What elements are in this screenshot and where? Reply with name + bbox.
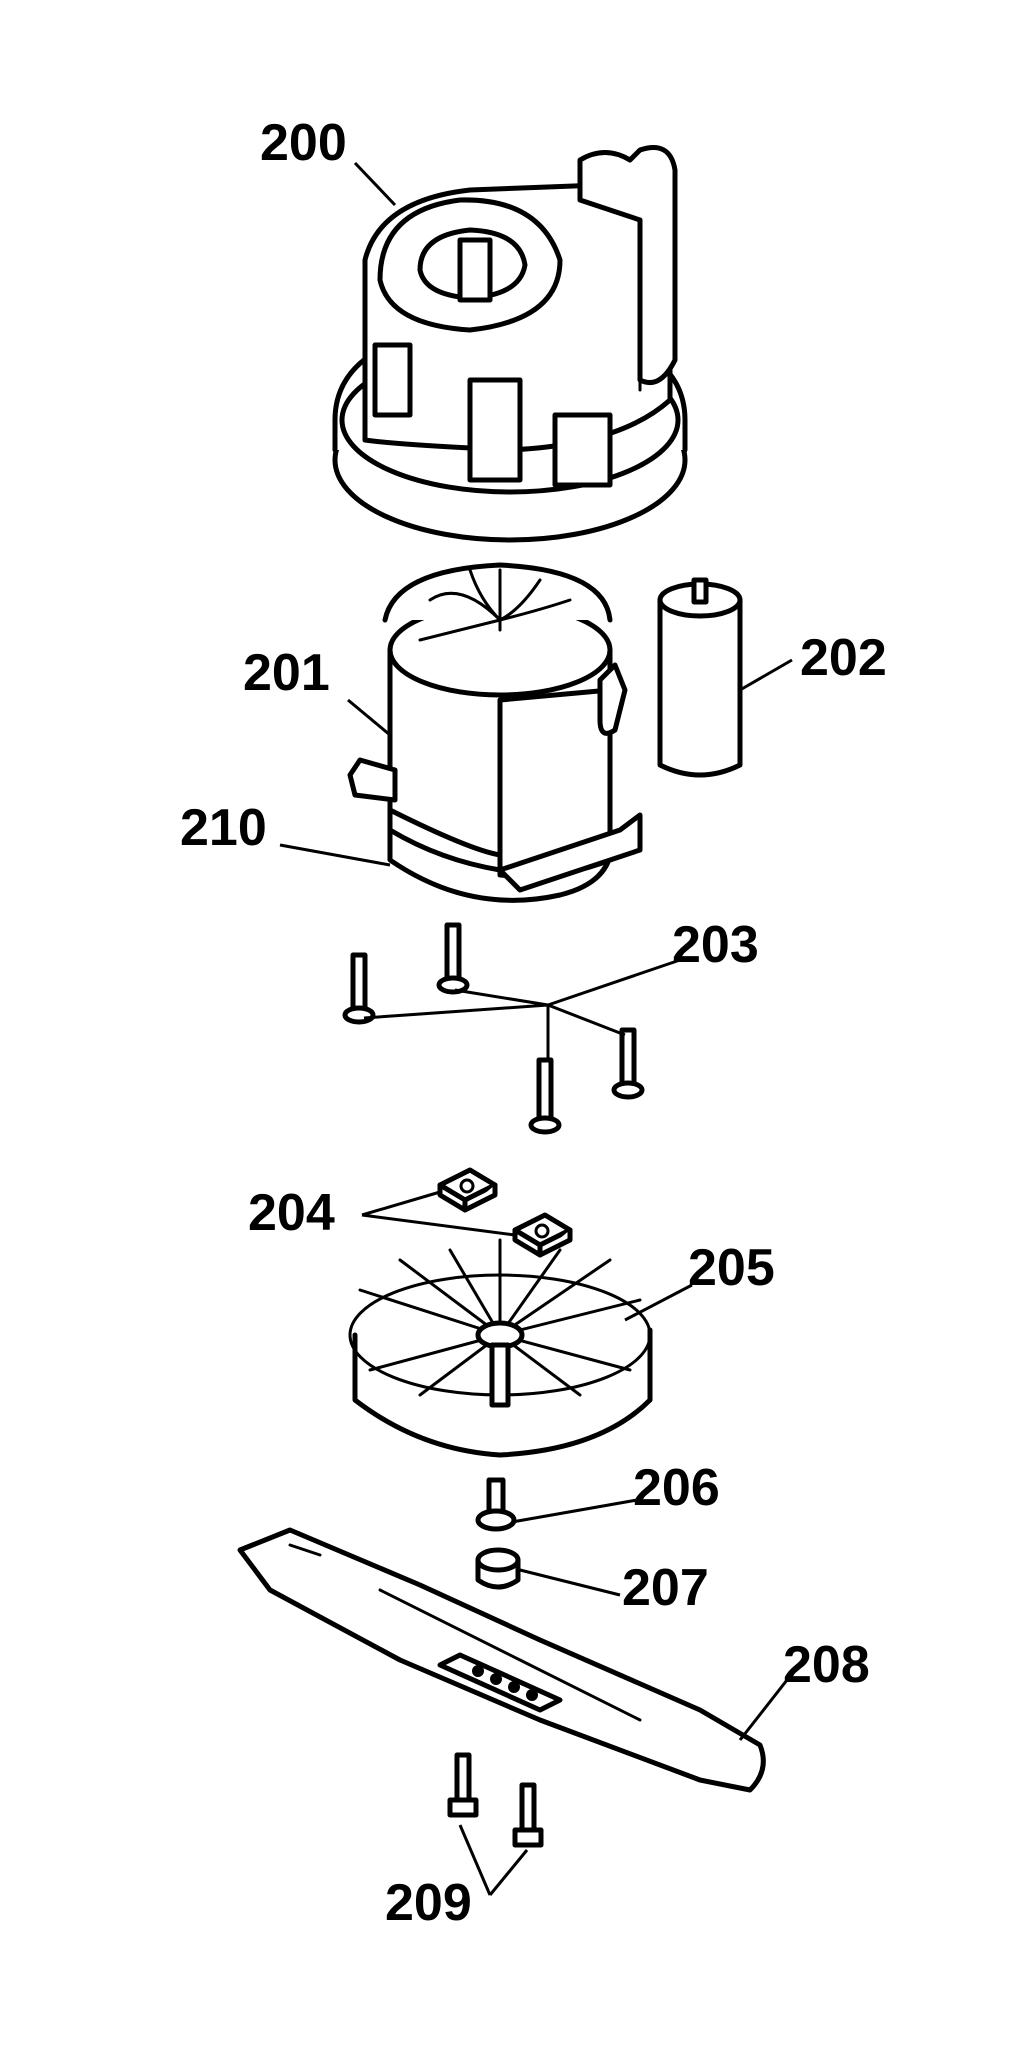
- label-204: 204: [248, 1184, 335, 1242]
- motor-housing-icon: [332, 145, 688, 543]
- label-208: 208: [783, 1636, 870, 1694]
- label-205: 205: [688, 1239, 775, 1297]
- label-206: 206: [633, 1459, 720, 1517]
- spacer-icon: [475, 1547, 521, 1590]
- blade-icon: [237, 1527, 766, 1793]
- label-207: 207: [622, 1559, 709, 1617]
- fan-icon: [348, 1238, 653, 1458]
- leader-lines: [279, 161, 793, 1896]
- nut-icon: [437, 1167, 573, 1258]
- capacitor-icon: [657, 577, 743, 778]
- motor-icon: [347, 562, 643, 903]
- blade-bolt-icon: [447, 1752, 544, 1848]
- motor-band-icon: [387, 807, 503, 873]
- label-202: 202: [800, 629, 887, 687]
- label-203: 203: [672, 916, 759, 974]
- bolt-icon: [475, 1477, 517, 1532]
- label-209: 209: [385, 1874, 472, 1932]
- label-201: 201: [243, 644, 330, 702]
- label-200: 200: [260, 114, 347, 172]
- label-210: 210: [180, 799, 267, 857]
- screw-icon: [342, 922, 645, 1135]
